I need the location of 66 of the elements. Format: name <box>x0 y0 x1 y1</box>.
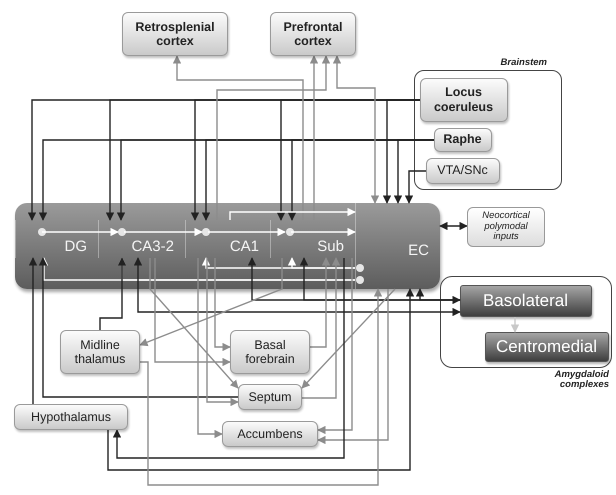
arrow <box>291 228 356 236</box>
arrow <box>317 289 389 444</box>
node-label: Retrosplenial cortex <box>134 20 216 48</box>
arrow <box>416 288 460 301</box>
arrow <box>208 228 286 236</box>
hippocampal-band <box>15 203 440 289</box>
region-box <box>222 421 318 447</box>
region-box <box>426 158 500 184</box>
group-heading: Brainstem <box>500 58 547 68</box>
group-heading: Amygdaloid complexes <box>554 370 609 391</box>
node-label: Sub <box>316 238 345 255</box>
region-box <box>270 12 356 56</box>
arrow <box>139 258 283 346</box>
arrow <box>248 257 461 304</box>
nucleus-box <box>484 332 608 362</box>
arrow <box>112 258 345 459</box>
arrow <box>302 257 340 399</box>
region-box <box>14 404 128 430</box>
arrow <box>404 170 426 204</box>
arrow <box>206 258 239 406</box>
arrow <box>140 288 382 486</box>
region-box <box>420 78 508 122</box>
node-label: DG <box>64 238 88 255</box>
arrow <box>394 139 434 204</box>
arrow <box>317 258 353 434</box>
arrow <box>124 228 203 236</box>
arrow <box>439 222 468 230</box>
node-label: CA3-2 <box>130 238 175 255</box>
region-box <box>434 128 492 152</box>
arrow <box>332 55 380 204</box>
region-box <box>230 330 310 374</box>
arrow <box>149 258 239 389</box>
arrow <box>154 258 231 366</box>
node-label: Raphe <box>442 132 483 147</box>
arrow <box>510 317 520 333</box>
node-label: EC <box>407 242 430 259</box>
node-label: Basolateral <box>482 290 570 310</box>
arrow <box>42 228 119 236</box>
arrow <box>197 258 223 438</box>
node-label: Locus coeruleus <box>432 85 494 114</box>
arrow <box>382 99 420 204</box>
arrow <box>99 257 126 330</box>
arrow <box>310 257 330 348</box>
arrow <box>214 258 231 352</box>
arrow <box>28 257 38 404</box>
arrow <box>229 208 356 220</box>
node-label: Accumbens <box>236 426 304 442</box>
node-label: Basal forebrain <box>244 338 296 366</box>
input-box <box>467 207 545 247</box>
nucleus-box <box>460 284 592 316</box>
region-box <box>238 384 302 410</box>
node-label: VTA/SNc <box>436 163 489 178</box>
node-label: Hypothalamus <box>30 410 112 424</box>
node-label: Neocortical polymodal inputs <box>481 210 531 244</box>
node-label: Septum <box>247 390 293 404</box>
region-box <box>60 330 140 374</box>
node-label: Midline thalamus <box>74 338 126 366</box>
arrow <box>301 288 396 389</box>
node-label: Prefrontal cortex <box>282 20 344 48</box>
arrow <box>288 257 355 269</box>
region-box <box>122 12 228 56</box>
arrow <box>107 288 414 471</box>
arrow <box>134 257 461 316</box>
arrow <box>38 257 238 398</box>
node-label: Centromedial <box>494 336 598 356</box>
node-label: CA1 <box>228 238 260 255</box>
